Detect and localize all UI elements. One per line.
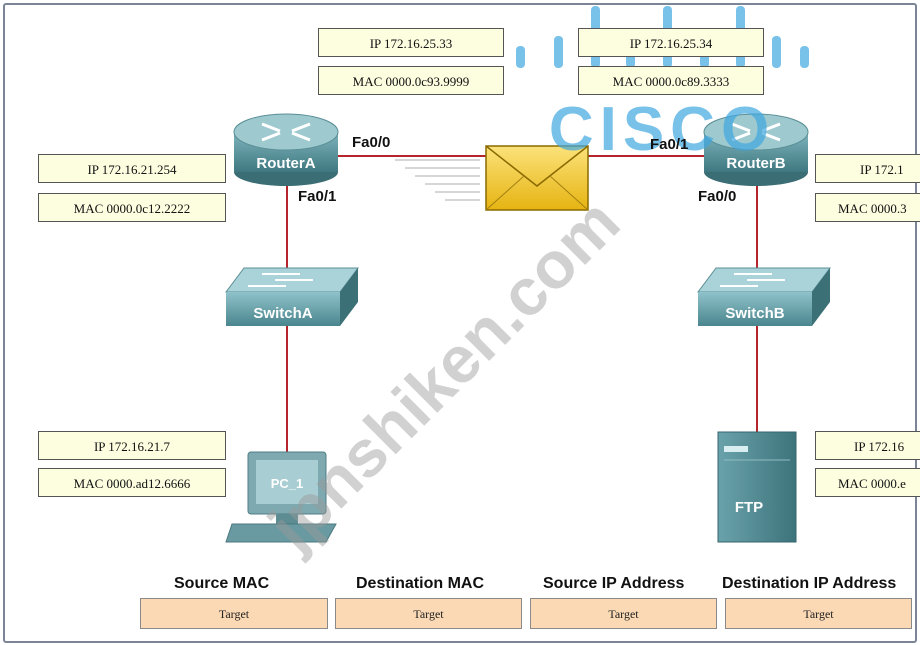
switch-a-icon[interactable]: SwitchA [225,267,359,326]
router-b-mac-box: MAC 0000.3 [815,193,920,222]
pc-icon[interactable]: PC_1 [225,451,337,543]
watermark: jpnshiken.com [253,184,634,565]
envelope-icon [485,145,589,211]
cisco-logo-text: CISCO [549,95,775,164]
ftp-mac-box: MAC 0000.e [815,468,920,497]
switch-a-label: SwitchA [253,305,312,322]
target-source-ip[interactable]: Target [530,598,717,629]
router-a-port-top: Fa0/0 [352,134,391,151]
router-b-port-top: Fa0/1 [650,136,689,153]
router-a-label: RouterA [256,155,315,172]
column-header-source-ip: Source IP Address [543,575,685,592]
router-a-ip-box: IP 172.16.21.254 [38,154,226,183]
router-b-port-bottom: Fa0/0 [698,188,737,205]
router-b-icon[interactable]: RouterB [703,113,809,186]
target-destination-mac[interactable]: Target [335,598,522,629]
link-left-mac-box: MAC 0000.0c93.9999 [318,66,504,95]
target-destination-ip[interactable]: Target [725,598,912,629]
pc-mac-box: MAC 0000.ad12.6666 [38,468,226,497]
router-a-port-bottom: Fa0/1 [298,188,337,205]
column-header-source-mac: Source MAC [174,575,270,592]
router-b-ip-box: IP 172.1 [815,154,920,183]
ftp-label: FTP [735,499,763,516]
column-header-destination-ip: Destination IP Address [722,575,897,592]
link-right-ip-box: IP 172.16.25.34 [578,28,764,57]
motion-lines [395,159,480,201]
ftp-server-icon[interactable]: FTP [717,431,797,543]
column-header-destination-mac: Destination MAC [356,575,484,592]
router-a-mac-box: MAC 0000.0c12.2222 [38,193,226,222]
pc-ip-box: IP 172.16.21.7 [38,431,226,460]
link-left-ip-box: IP 172.16.25.33 [318,28,504,57]
link-right-mac-box: MAC 0000.0c89.3333 [578,66,764,95]
ftp-ip-box: IP 172.16 [815,431,920,460]
target-source-mac[interactable]: Target [140,598,328,629]
switch-b-label: SwitchB [725,305,784,322]
switch-b-icon[interactable]: SwitchB [697,267,831,326]
router-a-icon[interactable]: RouterA [233,113,339,186]
pc-label: PC_1 [271,476,304,491]
router-b-label: RouterB [726,155,785,172]
